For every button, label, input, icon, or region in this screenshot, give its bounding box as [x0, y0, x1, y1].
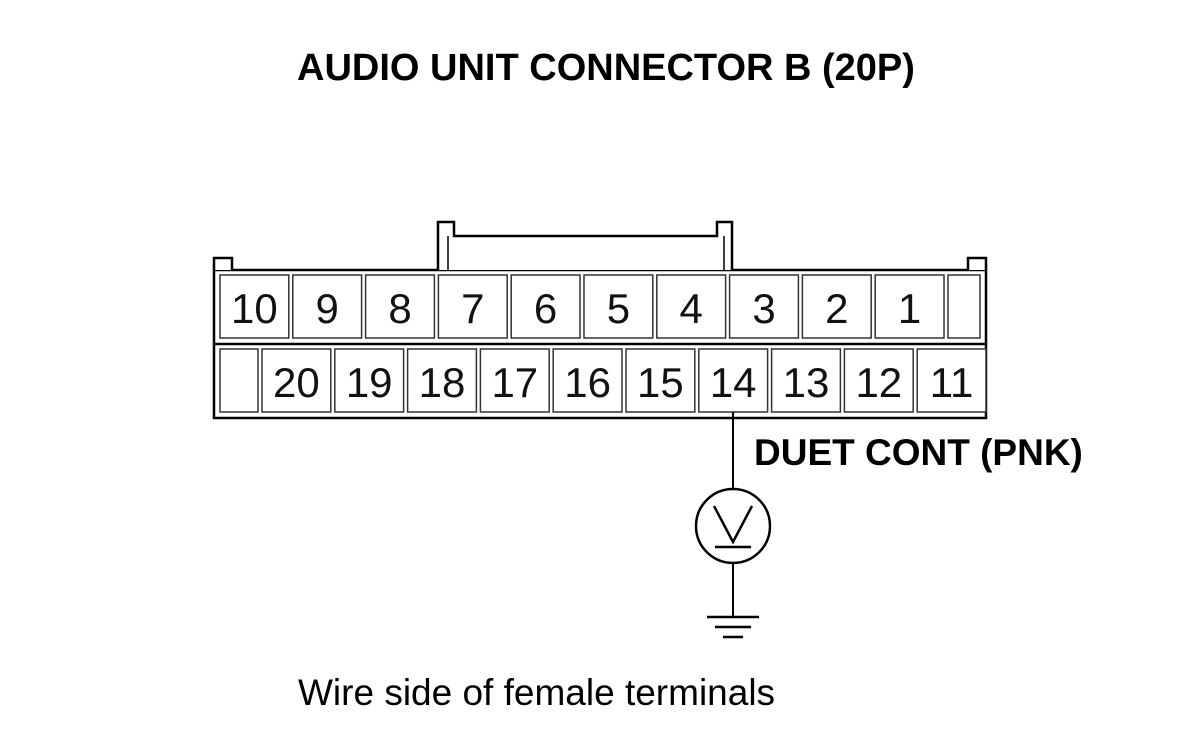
pin-label-13: 13	[783, 359, 830, 406]
pin-label-15: 15	[637, 359, 684, 406]
pin-cell-12	[843, 348, 914, 413]
empty-cavity-top	[947, 274, 981, 339]
probe-label: DUET CONT (PNK)	[754, 432, 1083, 473]
pin-label-17: 17	[491, 359, 538, 406]
pin-cell-6	[510, 274, 581, 339]
pin-cell-14	[698, 348, 769, 413]
pin-cell-3	[728, 274, 800, 339]
pin-cell-17	[479, 348, 550, 413]
pin-label-20: 20	[273, 359, 320, 406]
empty-cavity-bottom	[219, 348, 259, 413]
pin-cell-8	[364, 274, 436, 339]
pin-label-18: 18	[419, 359, 466, 406]
pin-cell-2	[801, 274, 872, 339]
connector-housing	[212, 220, 988, 420]
ground-icon	[707, 615, 759, 639]
pin-label-5: 5	[607, 285, 630, 332]
pin-cell-15	[625, 348, 696, 413]
pin-cell-19	[334, 348, 405, 413]
pin-label-11: 11	[930, 359, 974, 406]
pin-label-9: 9	[316, 285, 339, 332]
pin-label-12: 12	[855, 359, 902, 406]
pin-cell-20	[261, 348, 332, 413]
pin-label-8: 8	[388, 285, 411, 332]
pin-cell-7	[437, 274, 508, 339]
pin-cell-4	[656, 274, 727, 339]
pin-cell-16	[552, 348, 623, 413]
pin-cell-5	[583, 274, 654, 339]
pin-label-4: 4	[680, 285, 703, 332]
pin-cell-9	[292, 274, 363, 339]
voltmeter-icon	[694, 487, 772, 565]
diagram-caption: Wire side of female terminals	[298, 672, 775, 713]
pin-label-2: 2	[825, 285, 848, 332]
pin-label-19: 19	[346, 359, 393, 406]
pin-cell-18	[406, 348, 478, 413]
pin-label-7: 7	[461, 285, 484, 332]
diagram-title: AUDIO UNIT CONNECTOR B (20P)	[297, 47, 915, 89]
pin-cell-1	[874, 274, 945, 339]
bottom-pin-row: 20 19 18 17 16 15 14 13 12 11	[219, 348, 987, 413]
pin-label-14: 14	[710, 359, 757, 406]
pin-label-6: 6	[534, 285, 557, 332]
pin-label-10: 10	[231, 285, 278, 332]
top-pin-row: 10 9 8 7 6 5 4 3 2 1	[219, 274, 981, 339]
pin-label-3: 3	[752, 285, 775, 332]
pin-label-16: 16	[564, 359, 611, 406]
pin-cell-10	[219, 274, 290, 339]
pin-label-1: 1	[898, 285, 921, 332]
pin-cell-13	[770, 348, 842, 413]
pin-cell-11	[916, 348, 987, 413]
